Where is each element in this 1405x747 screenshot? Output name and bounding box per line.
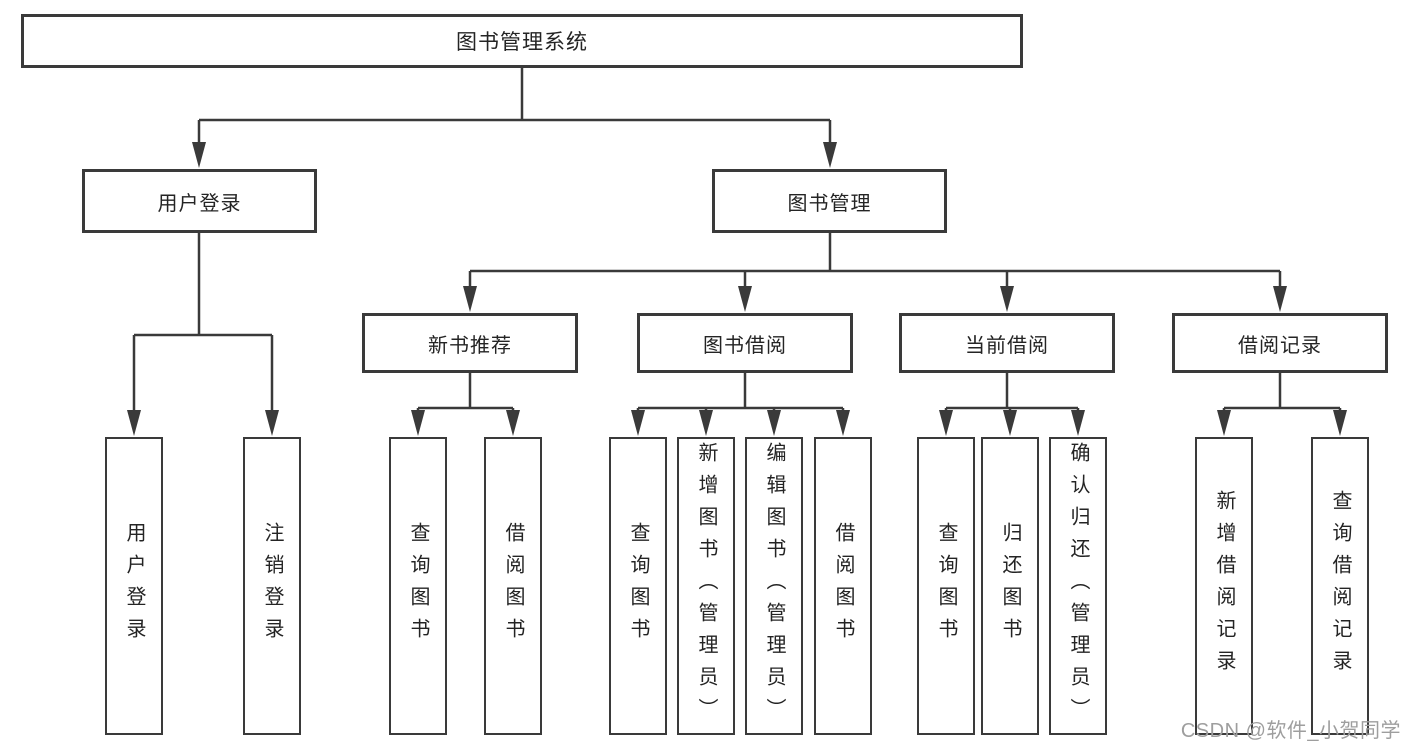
node-current-borrowing: 当前借阅 (899, 313, 1115, 373)
leaf-query-borrow-record: 查询借阅记录 (1311, 437, 1369, 735)
leaf-user-login-label: 用户登录 (123, 522, 145, 650)
node-new-book-recommend-label: 新书推荐 (428, 334, 512, 357)
leaf-logout-label: 注销登录 (261, 522, 283, 650)
node-root: 图书管理系统 (21, 14, 1023, 68)
leaf-query-books: 查询图书 (389, 437, 447, 735)
leaf-user-login: 用户登录 (105, 437, 163, 735)
node-user-login-label: 用户登录 (157, 192, 242, 215)
node-root-label: 图书管理系统 (456, 31, 588, 54)
leaf-borrow-books-label: 借阅图书 (502, 522, 524, 650)
leaf-query-books-label: 查询图书 (935, 522, 957, 650)
leaf-return-books-label: 归还图书 (999, 522, 1021, 650)
leaf-add-books-admin: 新增图书（管理员） (677, 437, 735, 735)
leaf-edit-books-admin-label: 编辑图书（管理员） (763, 442, 785, 730)
node-borrowing-records: 借阅记录 (1172, 313, 1388, 373)
leaf-query-books-label: 查询图书 (627, 522, 649, 650)
node-book-borrowing-label: 图书借阅 (703, 334, 787, 357)
leaf-confirm-return-admin: 确认归还（管理员） (1049, 437, 1107, 735)
leaf-add-books-admin-label: 新增图书（管理员） (695, 442, 717, 730)
node-borrowing-records-label: 借阅记录 (1238, 334, 1322, 357)
leaf-logout: 注销登录 (243, 437, 301, 735)
leaf-confirm-return-admin-label: 确认归还（管理员） (1067, 442, 1089, 730)
node-current-borrowing-label: 当前借阅 (965, 334, 1049, 357)
leaf-query-borrow-record-label: 查询借阅记录 (1329, 490, 1351, 682)
leaf-add-borrow-record: 新增借阅记录 (1195, 437, 1253, 735)
leaf-edit-books-admin: 编辑图书（管理员） (745, 437, 803, 735)
node-book-management-label: 图书管理 (787, 192, 872, 215)
leaf-query-books: 查询图书 (609, 437, 667, 735)
leaf-return-books: 归还图书 (981, 437, 1039, 735)
node-new-book-recommend: 新书推荐 (362, 313, 578, 373)
leaf-add-borrow-record-label: 新增借阅记录 (1213, 490, 1235, 682)
leaf-borrow-books-label: 借阅图书 (832, 522, 854, 650)
leaf-borrow-books: 借阅图书 (484, 437, 542, 735)
leaf-query-books: 查询图书 (917, 437, 975, 735)
node-book-borrowing: 图书借阅 (637, 313, 853, 373)
node-user-login: 用户登录 (82, 169, 317, 233)
csdn-watermark: CSDN @软件_小贺同学 (1180, 720, 1401, 742)
leaf-query-books-label: 查询图书 (407, 522, 429, 650)
node-book-management: 图书管理 (712, 169, 947, 233)
leaf-borrow-books: 借阅图书 (814, 437, 872, 735)
